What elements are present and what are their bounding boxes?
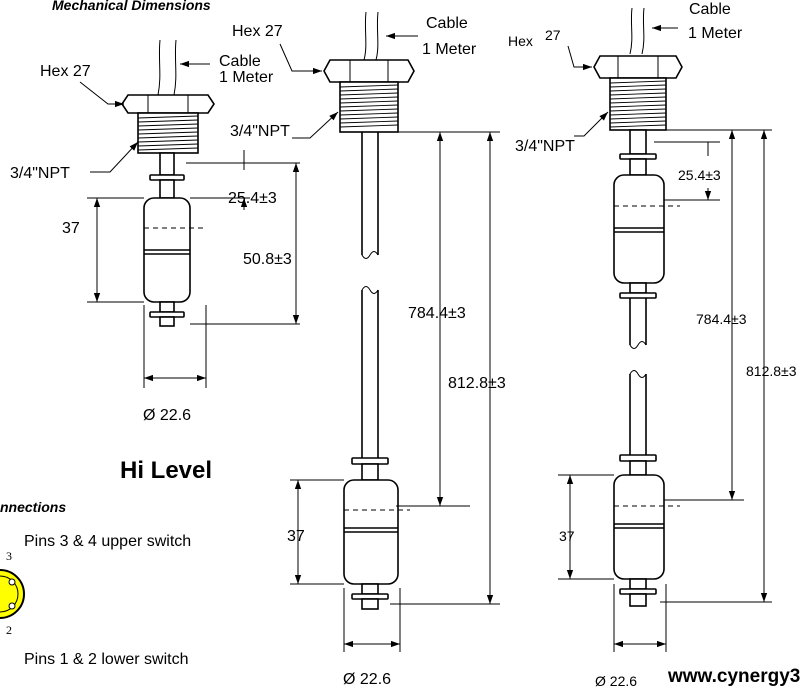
- sensor-c-dim-25-4: 25.4±3: [678, 167, 721, 183]
- sensor-a-npt-label: 3/4"NPT: [10, 165, 70, 182]
- sensor-a-cable-label: Cable: [219, 53, 261, 70]
- hi-level-heading: Hi Level: [120, 457, 212, 484]
- connector-circle: [0, 569, 25, 619]
- sensor-a-dim-25-4: 25.4±3: [228, 190, 277, 207]
- sensor-c-cable-label: Cable: [689, 1, 731, 18]
- sensor-c-dim-37: 37: [559, 528, 575, 544]
- sensor-a-diameter: Ø 22.6: [143, 407, 191, 424]
- sensor-c-upper-float: [613, 174, 665, 284]
- sensor-c-dim-784-4: 784.4±3: [696, 311, 747, 327]
- lower-switch-pins-label: Pins 1 & 2 lower switch: [24, 651, 189, 668]
- sensor-b-cable-length: 1 Meter: [422, 41, 477, 58]
- sensor-c-hex-label: Hex: [508, 33, 533, 49]
- sensor-b-diameter: Ø 22.6: [343, 671, 391, 688]
- website-url[interactable]: www.cynergy3: [667, 666, 800, 687]
- sensor-c-hex-number: 27: [545, 27, 561, 43]
- sensor-c-diameter: Ø 22.6: [595, 673, 637, 689]
- sensor-b-dim-37: 37: [287, 528, 305, 545]
- sensor-c-lower-float: [613, 474, 665, 580]
- sensor-b-hex-label: Hex 27: [232, 23, 283, 40]
- sensor-a-dim-37: 37: [62, 220, 80, 237]
- connector-pin-2: 2: [6, 623, 12, 637]
- upper-switch-pins-label: Pins 3 & 4 upper switch: [24, 533, 191, 550]
- sensor-c-dim-812-8: 812.8±3: [746, 363, 797, 379]
- sensor-a-hex-nut: [121, 94, 215, 114]
- sensor-a-dim-50-8: 50.8±3: [243, 251, 292, 268]
- sensor-b-dim-812-8: 812.8±3: [448, 375, 506, 392]
- connector-diagram: [0, 569, 25, 619]
- connector-pin-3: 3: [6, 549, 12, 563]
- sensor-b-dim-784-4: 784.4±3: [408, 305, 466, 322]
- sensor-a-hex-label: Hex 27: [40, 63, 91, 80]
- sensor-b-cable-label: Cable: [426, 15, 468, 32]
- sensor-c-drawing: [558, 7, 772, 652]
- sensor-c-hex-nut: [593, 55, 683, 79]
- mechanical-dimensions-heading: Mechanical Dimensions: [52, 0, 211, 13]
- connections-heading: nnections: [0, 499, 66, 515]
- sensor-b-hex-nut: [323, 59, 415, 83]
- sensor-b-drawing: [279, 11, 500, 652]
- sensor-c-cable-length: 1 Meter: [688, 25, 743, 42]
- sensor-b-npt-label: 3/4"NPT: [230, 123, 290, 140]
- sensor-c-npt-label: 3/4"NPT: [515, 138, 575, 155]
- sensor-a-cable-length: 1 Meter: [219, 69, 274, 86]
- sensor-a-drawing: [79, 39, 300, 388]
